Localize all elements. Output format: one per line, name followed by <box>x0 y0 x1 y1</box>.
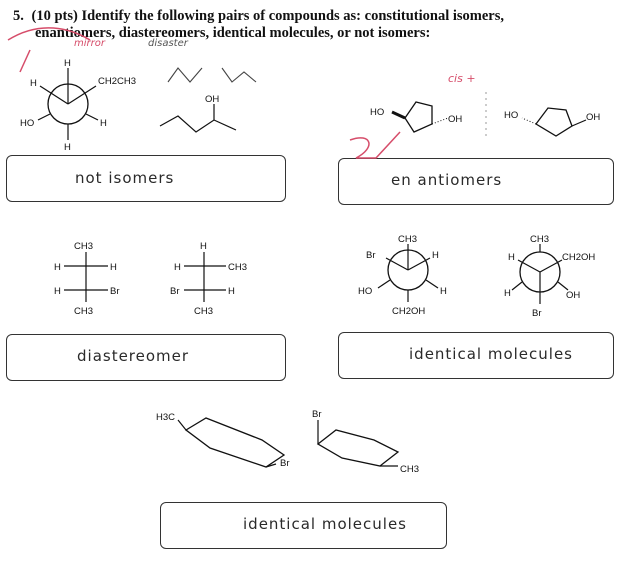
p3-left-top-label: CH3 <box>74 241 93 252</box>
p3-right-r1-right-label: CH3 <box>228 262 247 273</box>
p4-left-lower-left-label: HO <box>358 286 372 297</box>
answer-box-pair5[interactable]: identical molecules <box>160 502 447 549</box>
p2-right-oh-label: OH <box>586 112 600 123</box>
question-text-line1: Identify the following pairs of compound… <box>81 8 504 24</box>
p4-right-top-label: CH3 <box>530 234 549 245</box>
p2-right-ho-label: HO <box>504 110 518 121</box>
red-mark-checkmark <box>349 131 401 159</box>
p4-right-lower-right-label: OH <box>566 290 580 301</box>
chair-cyclohexane-pair5-left: H3C Br <box>156 412 290 469</box>
p3-right-bottom-label: CH3 <box>194 306 213 317</box>
p4-right-upper-left-label: H <box>508 252 515 263</box>
answer-box-pair1[interactable]: not isomers <box>6 155 286 202</box>
question-prompt: 5. (10 pts) Identify the following pairs… <box>13 8 613 42</box>
answer-text-pair5: identical molecules <box>243 515 407 533</box>
p3-left-r1-right-label: H <box>110 262 117 273</box>
p1-left-lower-right-label: H <box>100 118 107 129</box>
p3-left-bottom-label: CH3 <box>74 306 93 317</box>
note-cis: cis + <box>448 72 476 85</box>
answer-text-pair3: diastereomer <box>77 347 190 365</box>
p5-right-br-label: Br <box>312 409 322 420</box>
p3-left-r2-left-label: H <box>54 286 61 297</box>
p2-left-oh-label: OH <box>448 114 462 125</box>
p3-left-r2-right-label: Br <box>110 286 120 297</box>
cyclopentane-pair2-left: HO OH <box>370 101 462 133</box>
p3-right-r2-right-label: H <box>228 286 235 297</box>
red-mark-top-left <box>7 27 91 41</box>
cyclopentane-pair2-right: HO OH <box>504 107 600 137</box>
answer-text-pair4: identical molecules <box>409 345 573 363</box>
p5-right-ch3-label: CH3 <box>400 464 419 475</box>
answer-box-pair3[interactable]: diastereomer <box>6 334 286 381</box>
p2-left-ho-label: HO <box>370 107 384 118</box>
chair-cyclohexane-pair5-right: Br CH3 <box>312 409 419 475</box>
p1-left-upper-left-label: H <box>30 78 37 89</box>
p3-right-r1-left-label: H <box>174 262 181 273</box>
p1-left-bottom-label: H <box>64 142 71 153</box>
p3-left-r1-left-label: H <box>54 262 61 273</box>
p4-left-bottom-label: CH2OH <box>392 306 425 317</box>
answer-box-pair4[interactable]: identical molecules <box>338 332 614 379</box>
fischer-projection-pair3-right: H H CH3 Br H CH3 <box>170 241 247 317</box>
answer-box-pair2[interactable]: en antiomers <box>338 158 614 205</box>
fischer-projection-pair3-left: CH3 H H H Br CH3 <box>54 241 120 317</box>
p5-left-h3c-label: H3C <box>156 412 175 423</box>
note-mirror: mirror <box>74 38 105 49</box>
p4-right-upper-right-label: CH2OH <box>562 252 595 263</box>
newman-projection-pair1: H H CH2CH3 HO H H <box>20 58 136 153</box>
p4-left-top-label: CH3 <box>398 234 417 245</box>
question-points: (10 pts) <box>31 8 78 24</box>
newman-projection-pair4-left: CH3 Br H HO H CH2OH <box>358 234 447 317</box>
p4-right-lower-left-label: H <box>504 288 511 299</box>
p3-right-r2-left-label: Br <box>170 286 180 297</box>
note-disaster: disaster <box>148 38 188 49</box>
p4-left-lower-right-label: H <box>440 286 447 297</box>
question-number: 5. <box>13 8 24 24</box>
p5-left-br-label: Br <box>280 458 290 469</box>
p1-left-top-label: H <box>64 58 71 69</box>
newman-projection-pair4-right: CH3 H CH2OH H OH Br <box>504 234 595 319</box>
p1-left-lower-left-label: HO <box>20 118 34 129</box>
p4-left-upper-left-label: Br <box>366 250 376 261</box>
question-text-line2: enantiomers, diastereomers, identical mo… <box>35 25 431 41</box>
p1-right-oh-label: OH <box>205 94 219 105</box>
p4-right-bottom-label: Br <box>532 308 542 319</box>
p4-left-upper-right-label: H <box>432 250 439 261</box>
answer-text-pair1: not isomers <box>75 169 175 187</box>
answer-text-pair2: en antiomers <box>391 171 503 189</box>
p3-right-top-label: H <box>200 241 207 252</box>
red-mark-tick <box>19 49 31 73</box>
skeletal-structure-pair1: OH <box>159 67 257 133</box>
p1-left-upper-right-label: CH2CH3 <box>98 76 136 87</box>
